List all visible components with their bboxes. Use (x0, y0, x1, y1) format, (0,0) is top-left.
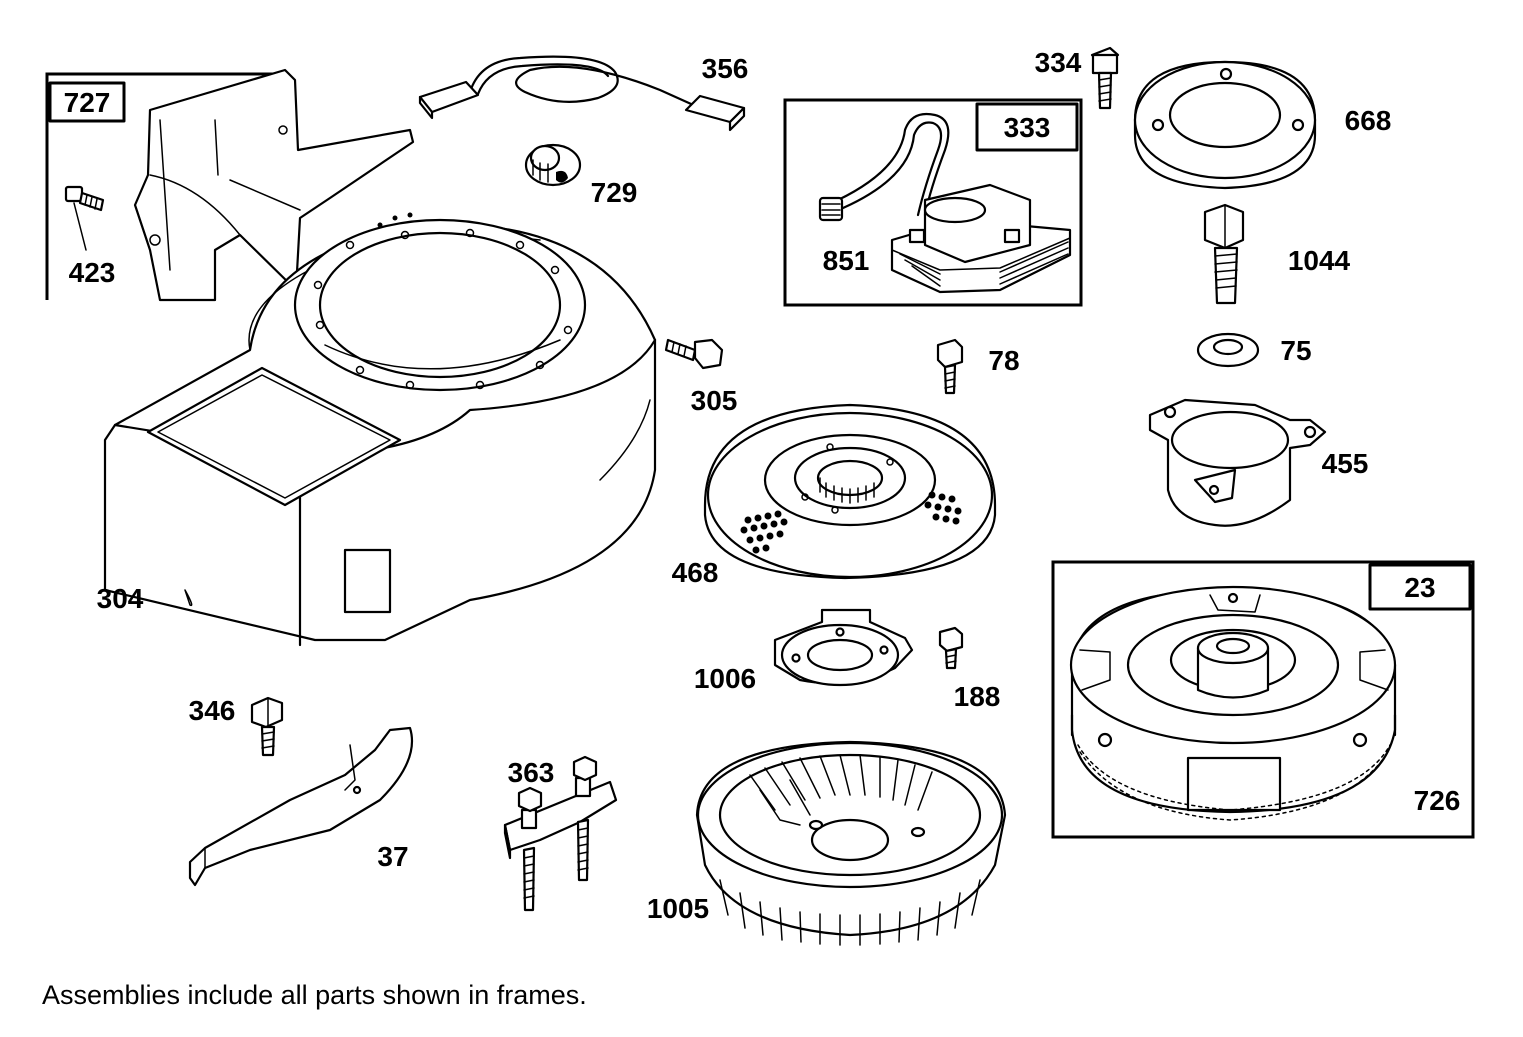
screw-423 (64, 185, 105, 251)
washer-75 (1196, 332, 1260, 368)
label-188: 188 (954, 681, 1001, 712)
assembly-333: 333 (783, 98, 1083, 307)
assembly-23: 23 (1051, 560, 1475, 839)
screw-305 (664, 338, 724, 370)
stud-1044 (1203, 203, 1245, 305)
fan-1005 (695, 740, 1007, 946)
bracket-455 (1148, 398, 1327, 527)
screw-78 (936, 338, 964, 395)
frame-23-outline (1051, 560, 1475, 839)
screw-188 (938, 626, 964, 670)
label-363: 363 (508, 757, 555, 788)
air-guide-37 (188, 726, 414, 887)
screw-334 (1090, 46, 1120, 110)
assembly-727: 727 (45, 68, 415, 302)
blower-housing-304 (103, 212, 657, 647)
plate-668 (1133, 60, 1317, 190)
label-346: 346 (189, 695, 236, 726)
grommet-729 (524, 143, 582, 187)
label-1006: 1006 (694, 663, 756, 694)
label-1005: 1005 (647, 893, 709, 924)
label-729: 729 (591, 177, 638, 208)
label-726: 726 (1414, 785, 1461, 816)
frame-333-box (975, 102, 1079, 152)
label-37: 37 (377, 841, 408, 872)
label-668: 668 (1345, 105, 1392, 136)
frame-333-label: 333 (1004, 112, 1051, 143)
label-356: 356 (702, 53, 749, 84)
frame-727-label: 727 (64, 87, 111, 118)
label-423: 423 (69, 257, 116, 288)
label-75: 75 (1280, 335, 1311, 366)
label-455: 455 (1322, 448, 1369, 479)
label-78: 78 (988, 345, 1019, 376)
label-1044: 1044 (1288, 245, 1351, 276)
frame-23-box (1368, 563, 1472, 611)
label-305: 305 (691, 385, 738, 416)
screw-346 (250, 696, 284, 757)
frame-333-outline (783, 98, 1083, 307)
label-334: 334 (1035, 47, 1082, 78)
cup-1006 (773, 608, 914, 687)
wire-harness-356 (418, 55, 746, 132)
frame-23-label: 23 (1404, 572, 1435, 603)
assemblies-footnote: Assemblies include all parts shown in fr… (42, 980, 587, 1010)
bracket-363 (503, 755, 618, 912)
label-304: 304 (97, 583, 144, 614)
frame-727-box (48, 81, 126, 123)
rewind-starter-468 (703, 403, 997, 580)
hole-pattern (740, 491, 962, 554)
label-851: 851 (823, 245, 870, 276)
label-468: 468 (672, 557, 719, 588)
